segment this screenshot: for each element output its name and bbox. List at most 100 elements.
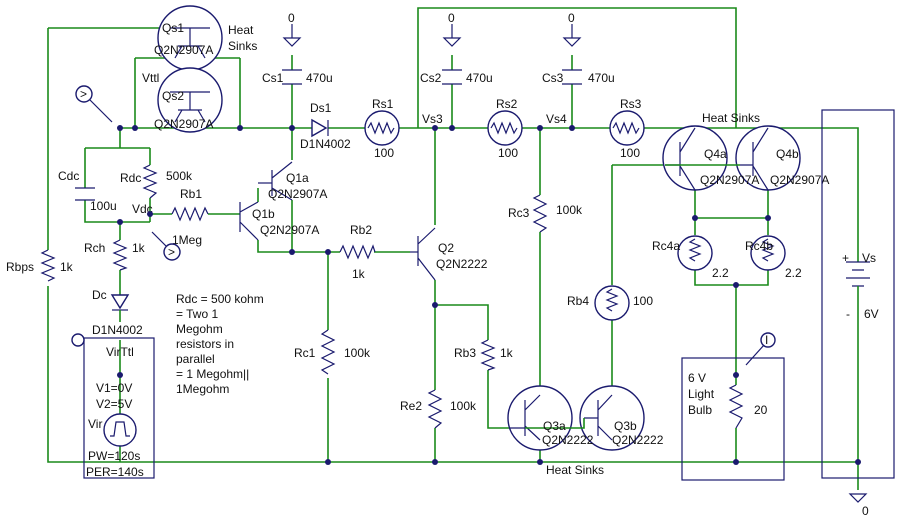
ground-symbols: [282, 24, 868, 503]
cs3-label: Cs3: [542, 71, 564, 85]
v2-label: V2=5V: [96, 397, 132, 411]
rc4a-label: Rc4a: [652, 239, 680, 253]
per-label: PER=140s: [86, 465, 144, 479]
q2-model: Q2N2222: [436, 257, 488, 271]
cs2-label: Cs2: [420, 71, 442, 85]
probe-markers: [71, 85, 776, 366]
rc3-value: 100k: [556, 203, 583, 217]
circled-resistors: [364, 110, 786, 321]
virttl-label: VirTtl: [106, 345, 134, 359]
rdc-label: Rdc: [120, 171, 141, 185]
vs-value: 6V: [864, 307, 879, 321]
q1b-label: Q1b: [252, 207, 275, 221]
re2-label: Re2: [400, 399, 422, 413]
rs3-value: 100: [620, 146, 640, 160]
q1a-model: Q2N2907A: [268, 187, 327, 201]
dc-model: D1N4002: [92, 323, 143, 337]
probe-v-2: >: [168, 245, 175, 259]
rs1-value: 100: [374, 146, 394, 160]
light-bulb-box: [681, 357, 785, 481]
rch-value: 1k: [132, 241, 146, 255]
ground-label-main: 0: [862, 504, 869, 518]
ground-label-cs1: 0: [288, 11, 295, 25]
rch-label: Rch: [84, 241, 105, 255]
rs1-label: Rs1: [372, 97, 394, 111]
note-line-6: = 1 Megohm||: [176, 367, 249, 381]
cdc-label: Cdc: [58, 169, 79, 183]
q3b-model: Q2N2222: [612, 433, 664, 447]
rc4a-value: 2.2: [712, 266, 729, 280]
rs2-label: Rs2: [496, 97, 518, 111]
q4a-model: Q2N2907A: [700, 173, 759, 187]
vs-plus: +: [842, 251, 849, 265]
rdc-value: 500k: [166, 169, 193, 183]
bulb-line-3: Bulb: [688, 403, 712, 417]
q3b-label: Q3b: [614, 419, 637, 433]
cs2-value: 470u: [466, 71, 493, 85]
cs1-value: 470u: [306, 71, 333, 85]
resistor-symbols: [40, 164, 744, 429]
rbps-value: 1k: [60, 260, 74, 274]
bulb-line-1: 6 V: [688, 371, 706, 385]
qs2-model: Q2N2907A: [154, 117, 213, 131]
v1-label: V1=0V: [96, 381, 132, 395]
cs1-label: Cs1: [262, 71, 284, 85]
pw-label: PW=120s: [88, 449, 140, 463]
ground-label-cs3: 0: [568, 11, 575, 25]
ds1-label: Ds1: [310, 101, 332, 115]
note-line-2: = Two 1: [176, 307, 218, 321]
heat-sinks-top-line2: Sinks: [228, 39, 257, 53]
supply-box: [821, 109, 895, 479]
qs2-label: Qs2: [162, 89, 184, 103]
rb3-label: Rb3: [454, 346, 476, 360]
rc1-value: 100k: [344, 346, 371, 360]
ground-label-cs2: 0: [448, 11, 455, 25]
vs4-label: Vs4: [546, 112, 567, 126]
rb1-label: Rb1: [180, 187, 202, 201]
junction-dots: [117, 125, 861, 465]
diode-symbols: [110, 118, 329, 322]
note-line-1: Rdc = 500 kohm: [176, 292, 264, 306]
note-line-7: 1Megohm: [176, 382, 229, 396]
re2-value: 100k: [450, 399, 477, 413]
q1a-label: Q1a: [286, 171, 309, 185]
rb4-value: 100: [633, 294, 653, 308]
rb3-value: 1k: [500, 346, 514, 360]
capacitor-symbols: [75, 69, 582, 201]
note-line-5: parallel: [176, 352, 215, 366]
q2-label: Q2: [438, 241, 454, 255]
rs2-value: 100: [498, 146, 518, 160]
probe-v-1: >: [80, 87, 87, 101]
qs1-model: Q2N2907A: [154, 43, 213, 57]
rc1-label: Rc1: [294, 346, 316, 360]
note-line-3: Megohm: [176, 322, 223, 336]
q4b-label: Q4b: [776, 147, 799, 161]
dc-label: Dc: [92, 288, 107, 302]
rc4b-label: Rc4b: [745, 239, 773, 253]
pulse-source: [83, 337, 155, 479]
wires: [47, 7, 860, 490]
rbps-label: Rbps: [6, 260, 34, 274]
rc3-label: Rc3: [508, 206, 530, 220]
transistor-symbols: [157, 5, 801, 451]
heat-sinks-top-line1: Heat: [228, 23, 254, 37]
rb1-value: 1Meg: [172, 233, 202, 247]
bulb-value: 20: [754, 403, 768, 417]
qs1-label: Qs1: [162, 21, 184, 35]
q4b-model: Q2N2907A: [770, 173, 829, 187]
rb2-label: Rb2: [350, 223, 372, 237]
rc4b-value: 2.2: [785, 266, 802, 280]
vs3-label: Vs3: [422, 112, 443, 126]
heat-sinks-bottom: Heat Sinks: [546, 463, 604, 477]
vir-label: Vir: [88, 417, 102, 431]
bulb-line-2: Light: [688, 387, 715, 401]
vttl-label: Vttl: [142, 71, 159, 85]
rs3-label: Rs3: [620, 97, 642, 111]
cdc-value: 100u: [90, 199, 117, 213]
q3a-model: Q2N2222: [542, 433, 594, 447]
q3a-label: Q3a: [543, 419, 566, 433]
ds1-model: D1N4002: [300, 137, 351, 151]
cs3-value: 470u: [588, 71, 615, 85]
note-line-4: resistors in: [176, 337, 234, 351]
